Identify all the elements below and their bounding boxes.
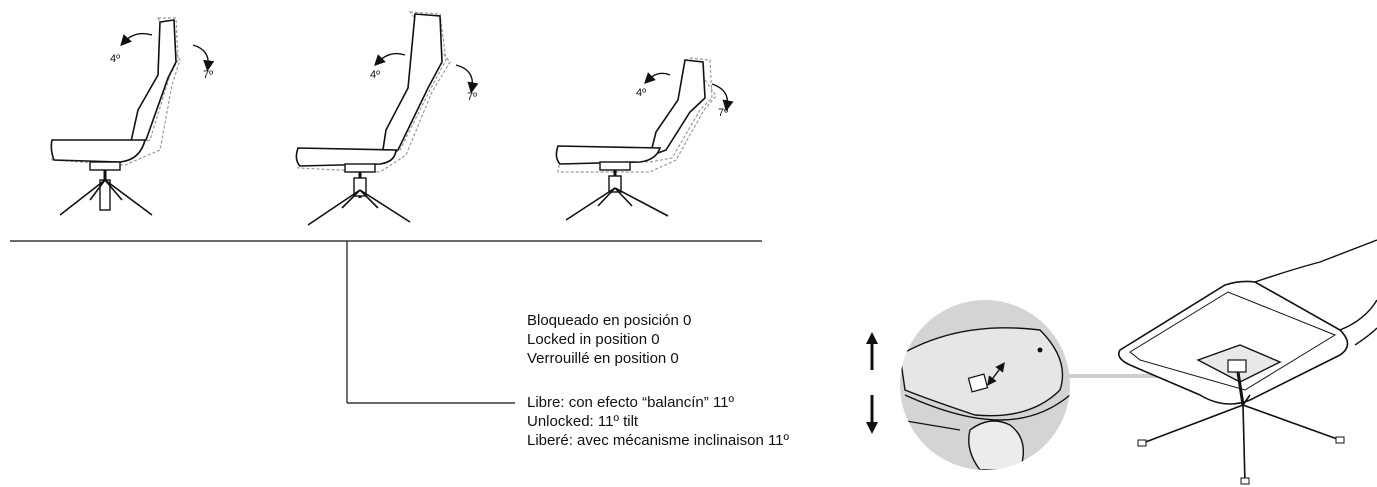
lock-arrow-up-icon xyxy=(866,332,878,370)
locked-description: Bloqueado en posición 0 Locked in positi… xyxy=(527,311,691,368)
chair-2-back-angle: 7º xyxy=(467,91,477,103)
locked-text-fr: Verrouillé en position 0 xyxy=(527,350,679,367)
locked-text-en: Locked in position 0 xyxy=(527,331,660,348)
unlocked-description: Libre: con efecto “balancín” 11º Unlocke… xyxy=(527,393,789,450)
unlocked-text-es: Libre: con efecto “balancín” 11º xyxy=(527,394,734,411)
chair-2: 4º 7º xyxy=(295,11,479,226)
chair-3-back-angle: 7º xyxy=(718,107,728,119)
unlock-arrow-down-icon xyxy=(866,395,878,434)
upturned-chair xyxy=(1117,239,1377,485)
chair-1: 4º 7º xyxy=(50,17,215,216)
mechanism-detail xyxy=(900,300,1070,470)
chair-1-back-angle: 7º xyxy=(203,69,213,81)
chair-2-front-angle: 4º xyxy=(370,69,380,81)
chair-3-front-angle: 4º xyxy=(636,87,646,99)
chair-1-front-angle: 4º xyxy=(110,53,120,65)
unlocked-text-fr: Liberé: avec mécanisme inclinaison 11º xyxy=(527,432,790,449)
chair-3: 4º 7º xyxy=(555,57,734,221)
unlocked-text-en: Unlocked: 11º tilt xyxy=(527,413,639,430)
locked-text-es: Bloqueado en posición 0 xyxy=(527,312,692,329)
connector-lines xyxy=(10,240,762,404)
